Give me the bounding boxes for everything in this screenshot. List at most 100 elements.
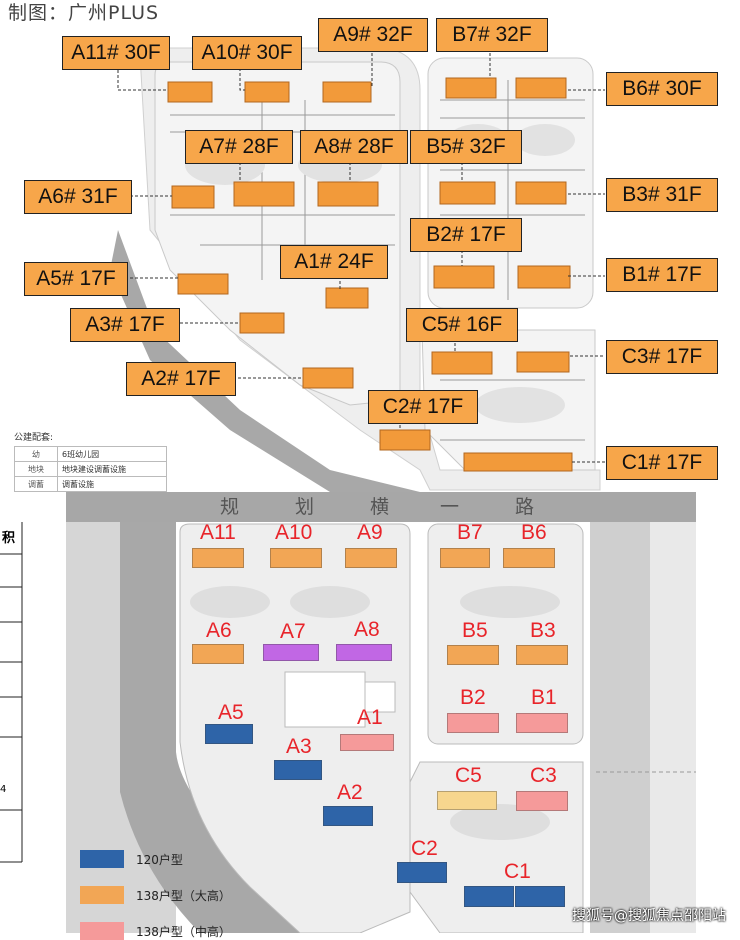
building-A7 [263, 644, 319, 661]
building-B3 [516, 645, 568, 665]
callout-B6: B6# 30F [606, 72, 718, 106]
callout-B5: B5# 32F [410, 130, 522, 164]
building-label: A7 [280, 620, 306, 643]
building-A3 [274, 760, 322, 780]
top-bld-A9 [322, 81, 372, 103]
legend-138-mid: 138户型（中高） [80, 922, 231, 940]
legend-138-large: 138户型（大高） [80, 886, 231, 904]
top-bld-C5 [431, 351, 493, 375]
building-label: B7 [457, 521, 483, 544]
legend-swatch [80, 922, 124, 940]
building-A8 [336, 644, 392, 661]
top-bld-A7 [233, 181, 295, 207]
legend-120: 120户型 [80, 850, 183, 868]
legend-label: 138户型（大高） [136, 888, 231, 903]
top-bld-C1 [463, 452, 573, 472]
legend-key: 幼 [14, 446, 58, 462]
legend-key: 调蓄 [14, 476, 58, 492]
legend-value: 6班幼儿园 [57, 446, 167, 462]
building-label: A1 [357, 706, 383, 729]
road-name-char: 一 [440, 496, 460, 518]
callout-C1: C1# 17F [606, 446, 718, 480]
legend-key: 地块 [14, 461, 58, 477]
building-label: A6 [206, 619, 232, 642]
top-bld-A3 [239, 312, 285, 334]
road-name-char: 划 [295, 496, 315, 518]
callout-C3: C3# 17F [606, 340, 718, 374]
callout-A9: A9# 32F [318, 18, 428, 52]
callout-C2: C2# 17F [368, 390, 478, 424]
callout-A1: A1# 24F [280, 245, 388, 279]
building-label: B6 [521, 521, 547, 544]
callout-B7: B7# 32F [436, 18, 548, 52]
top-bld-B1 [517, 265, 571, 289]
building-label: B5 [462, 619, 488, 642]
top-bld-A5 [177, 273, 229, 295]
top-bld-B5 [439, 181, 496, 205]
legend-label: 138户型（中高） [136, 924, 231, 939]
building-label: A11 [200, 521, 236, 544]
legend-value: 调蓄设施 [57, 476, 167, 492]
callout-C5: C5# 16F [406, 308, 518, 342]
facilities-legend-title: 公建配套: [14, 433, 54, 443]
building-label: A9 [357, 521, 383, 544]
building-label: A3 [286, 735, 312, 758]
top-bld-B3 [515, 181, 567, 205]
callout-B2: B2# 17F [410, 218, 522, 252]
building-label: A2 [337, 781, 363, 804]
building-C2 [397, 862, 447, 883]
callout-A5: A5# 17F [24, 262, 128, 296]
building-label: C1 [504, 860, 531, 883]
building-label: A10 [275, 521, 313, 544]
building-A10 [270, 548, 322, 568]
building-C1-left [464, 886, 514, 907]
building-A5 [205, 724, 253, 744]
building-B2 [447, 713, 499, 733]
building-A11 [192, 548, 244, 568]
top-bld-A11 [167, 81, 213, 103]
top-bld-B7 [445, 77, 497, 99]
building-C5 [437, 791, 497, 810]
building-C1-right [515, 886, 565, 907]
building-B6 [503, 548, 555, 568]
callout-A7: A7# 28F [185, 130, 293, 164]
building-A1 [340, 734, 394, 751]
callout-B1: B1# 17F [606, 258, 718, 292]
building-label: C3 [530, 764, 557, 787]
top-bld-A8 [317, 181, 379, 207]
top-bld-B2 [433, 265, 495, 289]
top-bld-C2 [379, 429, 431, 451]
building-label: A5 [218, 701, 244, 724]
building-label: B1 [531, 686, 557, 709]
top-bld-A1 [325, 287, 369, 309]
top-bld-A6 [171, 185, 215, 209]
callout-B3: B3# 31F [606, 178, 718, 212]
building-A2 [323, 806, 373, 826]
callout-A3: A3# 17F [70, 308, 180, 342]
building-A6 [192, 644, 244, 664]
callout-A6: A6# 31F [24, 180, 132, 214]
top-bld-B6 [515, 77, 567, 99]
legend-swatch [80, 886, 124, 904]
watermark: 搜狐号@搜狐焦点邵阳站 [572, 908, 726, 924]
building-label: A8 [354, 618, 380, 641]
map-credit: 制图：广州PLUS [8, 2, 160, 24]
top-bld-A10 [244, 81, 290, 103]
callout-A10: A10# 30F [192, 36, 302, 70]
building-label: B2 [460, 686, 486, 709]
building-B5 [447, 645, 499, 665]
building-B7 [440, 548, 490, 568]
legend-label: 120户型 [136, 852, 183, 867]
callout-A8: A8# 28F [300, 130, 408, 164]
building-C3 [516, 791, 568, 811]
building-label: C5 [455, 764, 482, 787]
side-table-number: 4 [0, 784, 7, 795]
building-label: C2 [411, 837, 438, 860]
building-label: B3 [530, 619, 556, 642]
road-name-char: 路 [515, 496, 535, 518]
legend-swatch [80, 850, 124, 868]
side-table-char: 积 [2, 531, 16, 546]
callout-A2: A2# 17F [126, 362, 236, 396]
road-name-char: 规 [220, 496, 240, 518]
